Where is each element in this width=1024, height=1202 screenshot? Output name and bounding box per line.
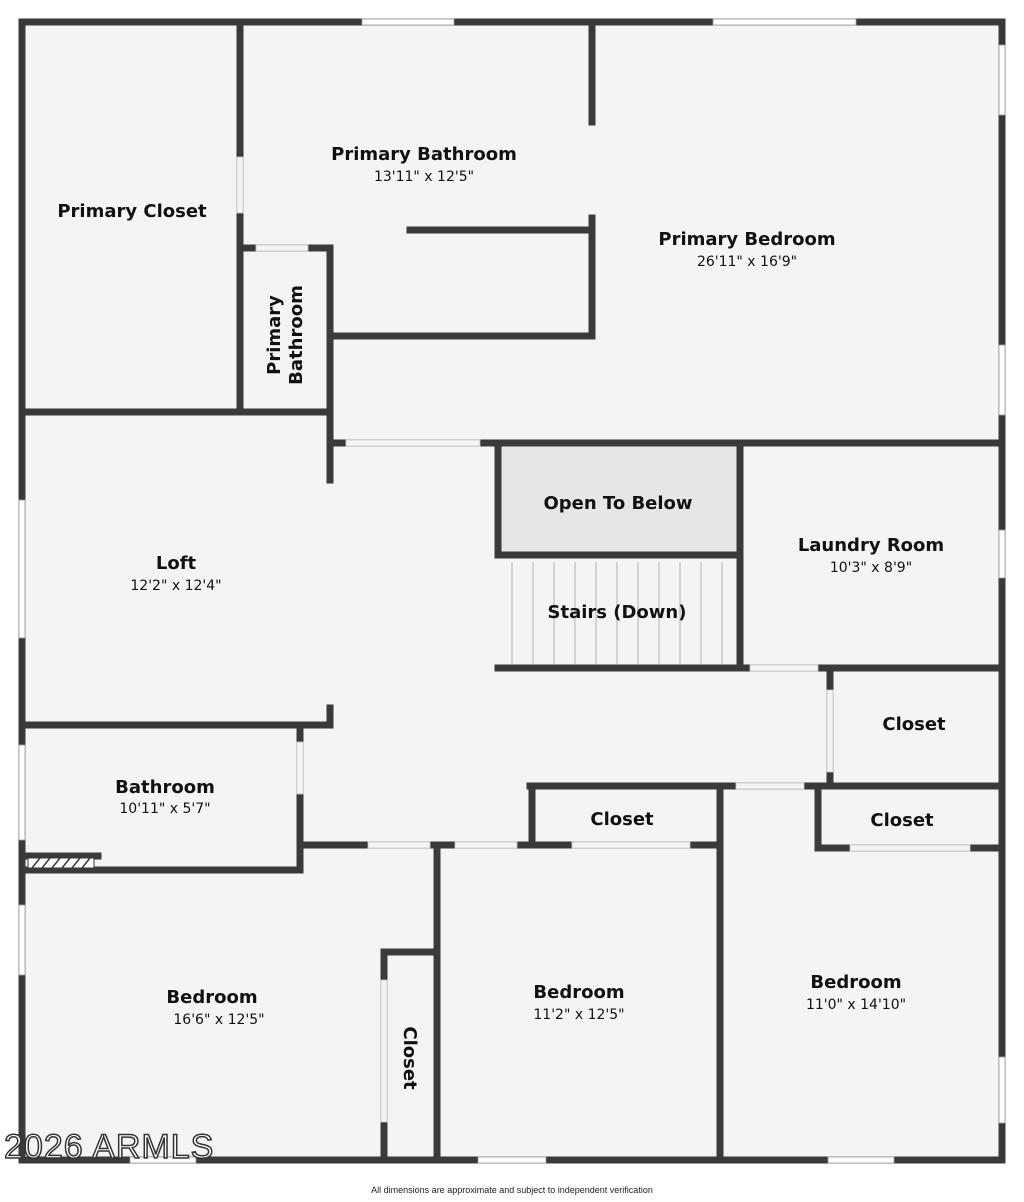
primary-closet-label: Primary Closet [57,201,207,222]
bedroom-mid-dims: 11'2" x 12'5" [533,1007,624,1023]
laundry-room-label: Laundry Room [798,535,944,556]
primary-bathroom-dims: 13'11" x 12'5" [374,169,474,185]
stairs-label: Stairs (Down) [548,602,687,623]
primary-bathroom-small-label-line2: Bathroom [286,285,307,385]
door-openings [236,156,971,1123]
open-to-below-label: Open To Below [543,493,692,514]
closet-right-label: Closet [870,810,934,831]
watermark: 2026 ARMLS [3,1127,215,1167]
closet-laundry-label: Closet [882,714,946,735]
stairs-treads [511,562,723,664]
primary-bedroom-dims: 26'11" x 16'9" [697,254,797,270]
closet-mid-label: Closet [590,809,654,830]
loft-dims: 12'2" x 12'4" [130,578,221,594]
primary-bathroom-small-label-line1: Primary [264,295,285,375]
loft-label: Loft [156,553,197,574]
primary-bedroom-label: Primary Bedroom [658,229,835,250]
bedroom-left-label: Bedroom [166,987,257,1008]
windows [18,18,1006,1164]
hatch-fixture [27,857,95,869]
bedroom-right-dims: 11'0" x 14'10" [806,997,906,1013]
bedroom-mid-label: Bedroom [533,982,624,1003]
footnote: All dimensions are approximate and subje… [371,1185,653,1195]
laundry-room-dims: 10'3" x 8'9" [830,560,912,576]
bedroom-right-label: Bedroom [810,972,901,993]
bathroom-label: Bathroom [115,777,215,798]
bedroom-left-dims: 16'6" x 12'5" [173,1012,264,1028]
primary-bathroom-label: Primary Bathroom [331,144,517,165]
closet-vertical-label: Closet [399,1026,420,1090]
open-to-below-area [498,447,740,555]
bathroom-dims: 10'11" x 5'7" [119,801,210,817]
